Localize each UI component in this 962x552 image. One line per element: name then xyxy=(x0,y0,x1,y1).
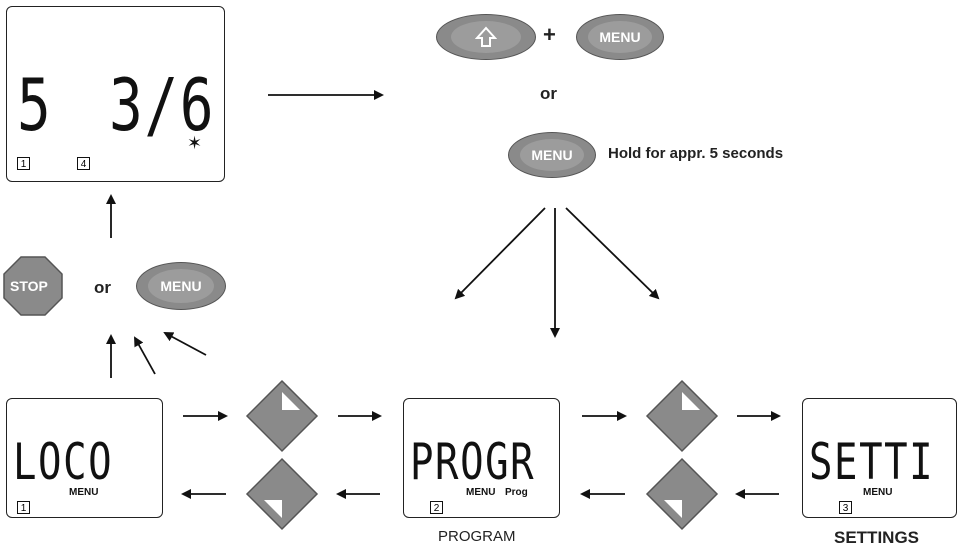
menu-button-left[interactable]: MENU xyxy=(136,262,226,310)
plus-sign: + xyxy=(543,22,556,47)
right-nav-button-2[interactable] xyxy=(645,379,719,453)
key-number-4: 4 xyxy=(77,157,90,170)
menu-indicator: MENU xyxy=(69,487,99,498)
stop-label: STOP xyxy=(10,278,48,294)
loco-text: LOCO xyxy=(13,433,114,491)
menu-label: MENU xyxy=(588,21,652,53)
menu-label: MENU xyxy=(148,269,214,303)
arrow-up-2 xyxy=(134,336,156,375)
left-nav-button-2[interactable] xyxy=(645,457,719,531)
arrow-fan-right xyxy=(565,207,660,300)
star-icon: ✶ xyxy=(187,133,203,153)
settings-lcd-display: SETTI MENU 3 xyxy=(802,398,957,518)
hold-instruction: Hold for appr. 5 seconds xyxy=(608,145,784,162)
menu-indicator: MENU xyxy=(863,487,893,498)
or-label-left: or xyxy=(94,278,111,297)
menu-button-top[interactable]: MENU xyxy=(576,14,664,60)
or-label-top: or xyxy=(540,84,557,103)
key-number-3: 3 xyxy=(839,501,852,514)
arrow-up-3 xyxy=(163,332,207,356)
settings-text: SETTI xyxy=(809,433,935,491)
key-number-1: 1 xyxy=(17,501,30,514)
progr-text: PROGR xyxy=(410,433,536,491)
top-lcd-display: 5 3/6 ✶ 1 4 xyxy=(6,6,225,182)
prog-lcd-display: PROGR MENU Prog 2 xyxy=(403,398,560,518)
arrow-fan-left xyxy=(454,207,546,300)
program-caption: PROGRAM xyxy=(438,528,516,545)
loco-lcd-display: LOCO MENU 1 xyxy=(6,398,163,518)
up-arrow-icon xyxy=(475,26,497,47)
menu-label: MENU xyxy=(520,139,584,171)
menu-indicator: MENU xyxy=(466,487,496,498)
menu-button-hold[interactable]: MENU xyxy=(508,132,596,178)
settings-caption: SETTINGS xyxy=(834,528,920,547)
left-nav-button-1[interactable] xyxy=(245,457,319,531)
prog-indicator: Prog xyxy=(505,487,528,498)
shift-button[interactable] xyxy=(436,14,536,60)
stop-button[interactable] xyxy=(3,256,63,316)
key-number-1: 1 xyxy=(17,157,30,170)
right-nav-button-1[interactable] xyxy=(245,379,319,453)
display-right-chars: 3/6 xyxy=(109,63,216,147)
key-number-2: 2 xyxy=(430,501,443,514)
display-left-char: 5 xyxy=(17,63,53,147)
